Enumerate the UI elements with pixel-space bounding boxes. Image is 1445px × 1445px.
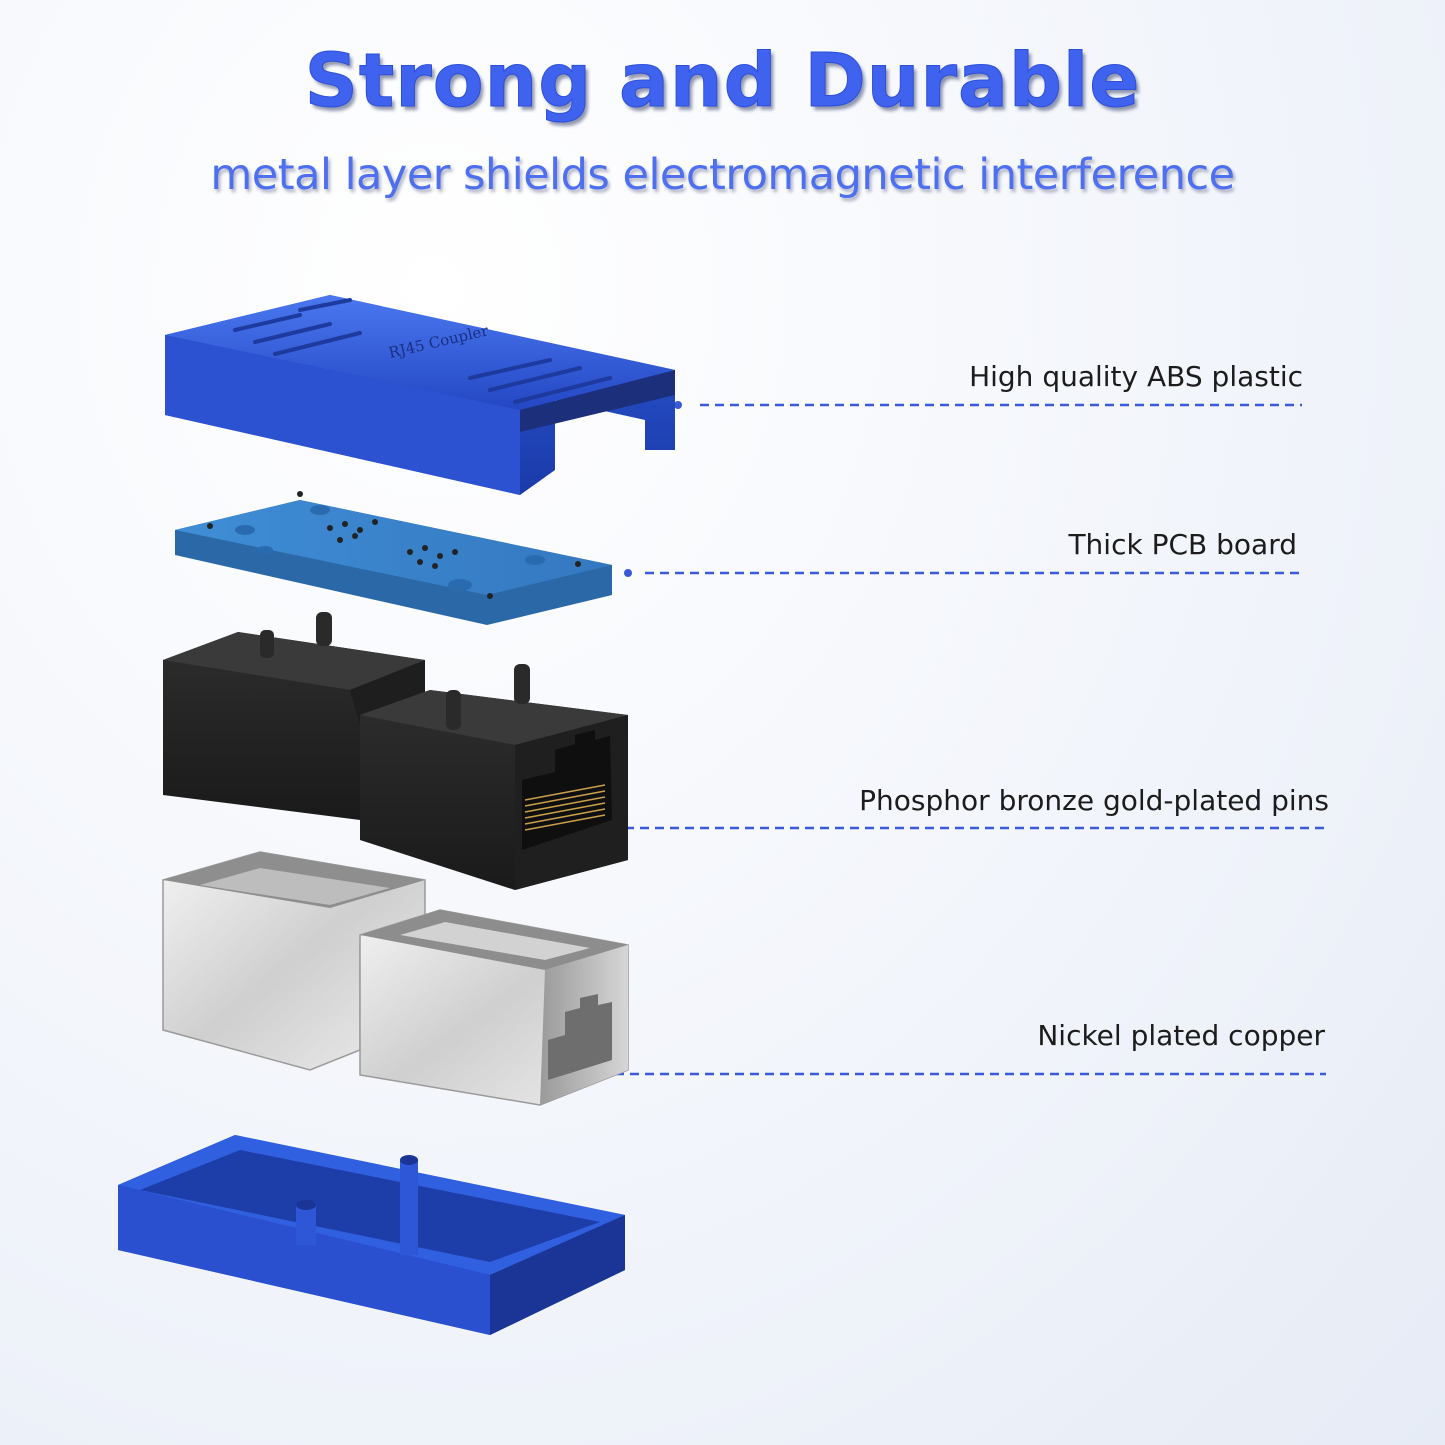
leader-lines <box>520 403 1326 1076</box>
pcb-board-part <box>175 491 612 625</box>
callout-abs-plastic: High quality ABS plastic <box>969 360 1303 393</box>
leader-dot-pcb <box>624 569 632 577</box>
black-jack-part <box>163 612 628 890</box>
callout-gold-pins: Phosphor bronze gold-plated pins <box>859 784 1329 817</box>
bottom-housing-part <box>118 1135 625 1335</box>
silver-shield-part <box>162 851 629 1106</box>
callout-nickel-copper: Nickel plated copper <box>1037 1019 1325 1052</box>
callout-pcb-board: Thick PCB board <box>1068 528 1297 561</box>
page-title: Strong and Durable <box>304 38 1141 125</box>
leader-dot-abs <box>674 401 682 409</box>
page-subtitle: metal layer shields electromagnetic inte… <box>210 150 1235 200</box>
top-cover-part: RJ45 Coupler <box>165 295 675 495</box>
